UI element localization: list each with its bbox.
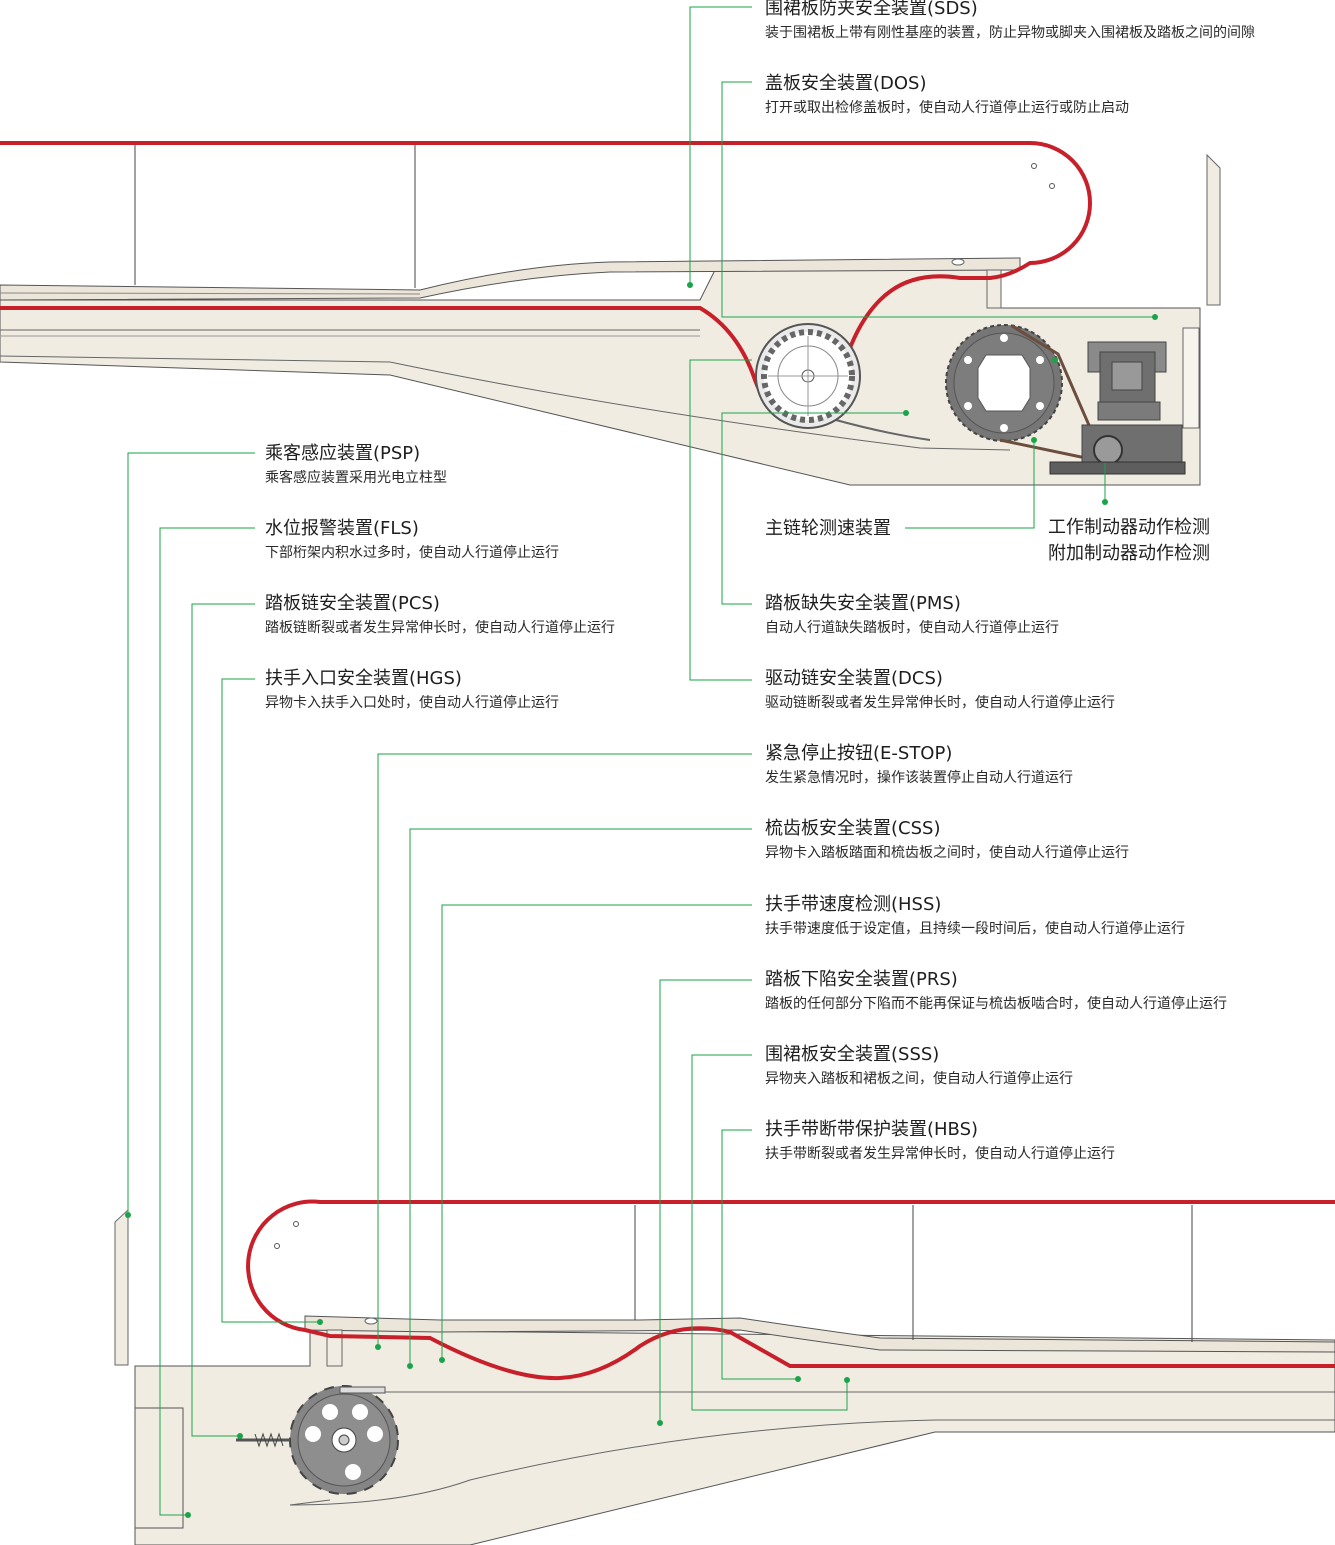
sds-desc: 装于围裙板上带有刚性基座的装置，防止异物或脚夹入围裙板及踏板之间的间隙 — [765, 25, 1255, 41]
leader-dots — [125, 282, 1158, 1518]
brake-line2: 附加制动器动作检测 — [1048, 543, 1210, 564]
dcs-desc: 驱动链断裂或者发生异常伸长时，使自动人行道停止运行 — [765, 695, 1115, 711]
label-speed: 主链轮测速装置 — [765, 518, 891, 539]
brake-line1: 工作制动器动作检测 — [1048, 517, 1210, 538]
label-pms: 踏板缺失安全装置(PMS) 自动人行道缺失踏板时，使自动人行道停止运行 — [765, 593, 1059, 637]
main-sprocket — [755, 323, 861, 429]
prs-desc: 踏板的任何部分下陷而不能再保证与梳齿板啮合时，使自动人行道停止运行 — [765, 996, 1227, 1012]
sds-title: 围裙板防夹安全装置(SDS) — [765, 0, 978, 19]
label-prs: 踏板下陷安全装置(PRS) 踏板的任何部分下陷而不能再保证与梳齿板啮合时，使自动… — [765, 969, 1227, 1013]
hbs-desc: 扶手带断裂或者发生异常伸长时，使自动人行道停止运行 — [765, 1146, 1115, 1162]
lower-handrail — [246, 1199, 1335, 1381]
psp-desc: 乘客感应装置采用光电立柱型 — [265, 470, 447, 486]
hgs-desc: 异物卡入扶手入口处时，使自动人行道停止运行 — [265, 695, 559, 711]
pcs-title: 踏板链安全装置(PCS) — [265, 593, 440, 614]
psp-title: 乘客感应装置(PSP) — [265, 443, 421, 464]
lower-truss — [114, 1205, 1335, 1545]
pms-title: 踏板缺失安全装置(PMS) — [765, 593, 961, 614]
css-title: 梳齿板安全装置(CSS) — [765, 818, 941, 839]
label-hbs: 扶手带断带保护装置(HBS) 扶手带断裂或者发生异常伸长时，使自动人行道停止运行 — [765, 1119, 1115, 1163]
hss-title: 扶手带速度检测(HSS) — [765, 894, 942, 915]
estop-desc: 发生紧急情况时，操作该装置停止自动人行道运行 — [765, 770, 1073, 786]
hgs-title: 扶手入口安全装置(HGS) — [265, 668, 462, 689]
hbs-title: 扶手带断带保护装置(HBS) — [765, 1119, 979, 1140]
drive-chain-wheel — [945, 324, 1063, 442]
label-dos: 盖板安全装置(DOS) 打开或取出检修盖板时，使自动人行道停止运行或防止启动 — [765, 73, 1129, 117]
label-hss: 扶手带速度检测(HSS) 扶手带速度低于设定值，且持续一段时间后，使自动人行道停… — [765, 894, 1185, 938]
dos-desc: 打开或取出检修盖板时，使自动人行道停止运行或防止启动 — [765, 100, 1129, 116]
label-dcs: 驱动链安全装置(DCS) 驱动链断裂或者发生异常伸长时，使自动人行道停止运行 — [765, 668, 1115, 712]
label-pcs: 踏板链安全装置(PCS) 踏板链断裂或者发生异常伸长时，使自动人行道停止运行 — [265, 593, 615, 637]
upper-truss — [0, 145, 1221, 486]
pcs-desc: 踏板链断裂或者发生异常伸长时，使自动人行道停止运行 — [265, 620, 615, 636]
label-hgs: 扶手入口安全装置(HGS) 异物卡入扶手入口处时，使自动人行道停止运行 — [265, 668, 559, 712]
sss-title: 围裙板安全装置(SSS) — [765, 1044, 940, 1065]
label-estop: 紧急停止按钮(E-STOP) 发生紧急情况时，操作该装置停止自动人行道运行 — [765, 743, 1073, 787]
label-sss: 围裙板安全装置(SSS) 异物夹入踏板和裙板之间，使自动人行道停止运行 — [765, 1044, 1073, 1088]
leader-lines — [127, 6, 1155, 1516]
label-css: 梳齿板安全装置(CSS) 异物卡入踏板踏面和梳齿板之间时，使自动人行道停止运行 — [765, 818, 1129, 862]
label-sds: 围裙板防夹安全装置(SDS) 装于围裙板上带有刚性基座的装置，防止异物或脚夹入围… — [765, 0, 1255, 42]
label-brake: 工作制动器动作检测 附加制动器动作检测 — [1048, 515, 1210, 567]
tension-sprocket — [236, 1385, 399, 1495]
dcs-title: 驱动链安全装置(DCS) — [765, 668, 943, 689]
label-fls: 水位报警装置(FLS) 下部桁架内积水过多时，使自动人行道停止运行 — [265, 518, 559, 562]
drive-motor — [1049, 341, 1186, 475]
hss-desc: 扶手带速度低于设定值，且持续一段时间后，使自动人行道停止运行 — [765, 921, 1185, 937]
label-psp: 乘客感应装置(PSP) 乘客感应装置采用光电立柱型 — [265, 443, 447, 487]
css-desc: 异物卡入踏板踏面和梳齿板之间时，使自动人行道停止运行 — [765, 845, 1129, 861]
pms-desc: 自动人行道缺失踏板时，使自动人行道停止运行 — [765, 620, 1059, 636]
fls-title: 水位报警装置(FLS) — [265, 518, 419, 539]
estop-title: 紧急停止按钮(E-STOP) — [765, 743, 953, 764]
fls-desc: 下部桁架内积水过多时，使自动人行道停止运行 — [265, 545, 559, 561]
prs-title: 踏板下陷安全装置(PRS) — [765, 969, 958, 990]
dos-title: 盖板安全装置(DOS) — [765, 73, 927, 94]
sss-desc: 异物夹入踏板和裙板之间，使自动人行道停止运行 — [765, 1071, 1073, 1087]
